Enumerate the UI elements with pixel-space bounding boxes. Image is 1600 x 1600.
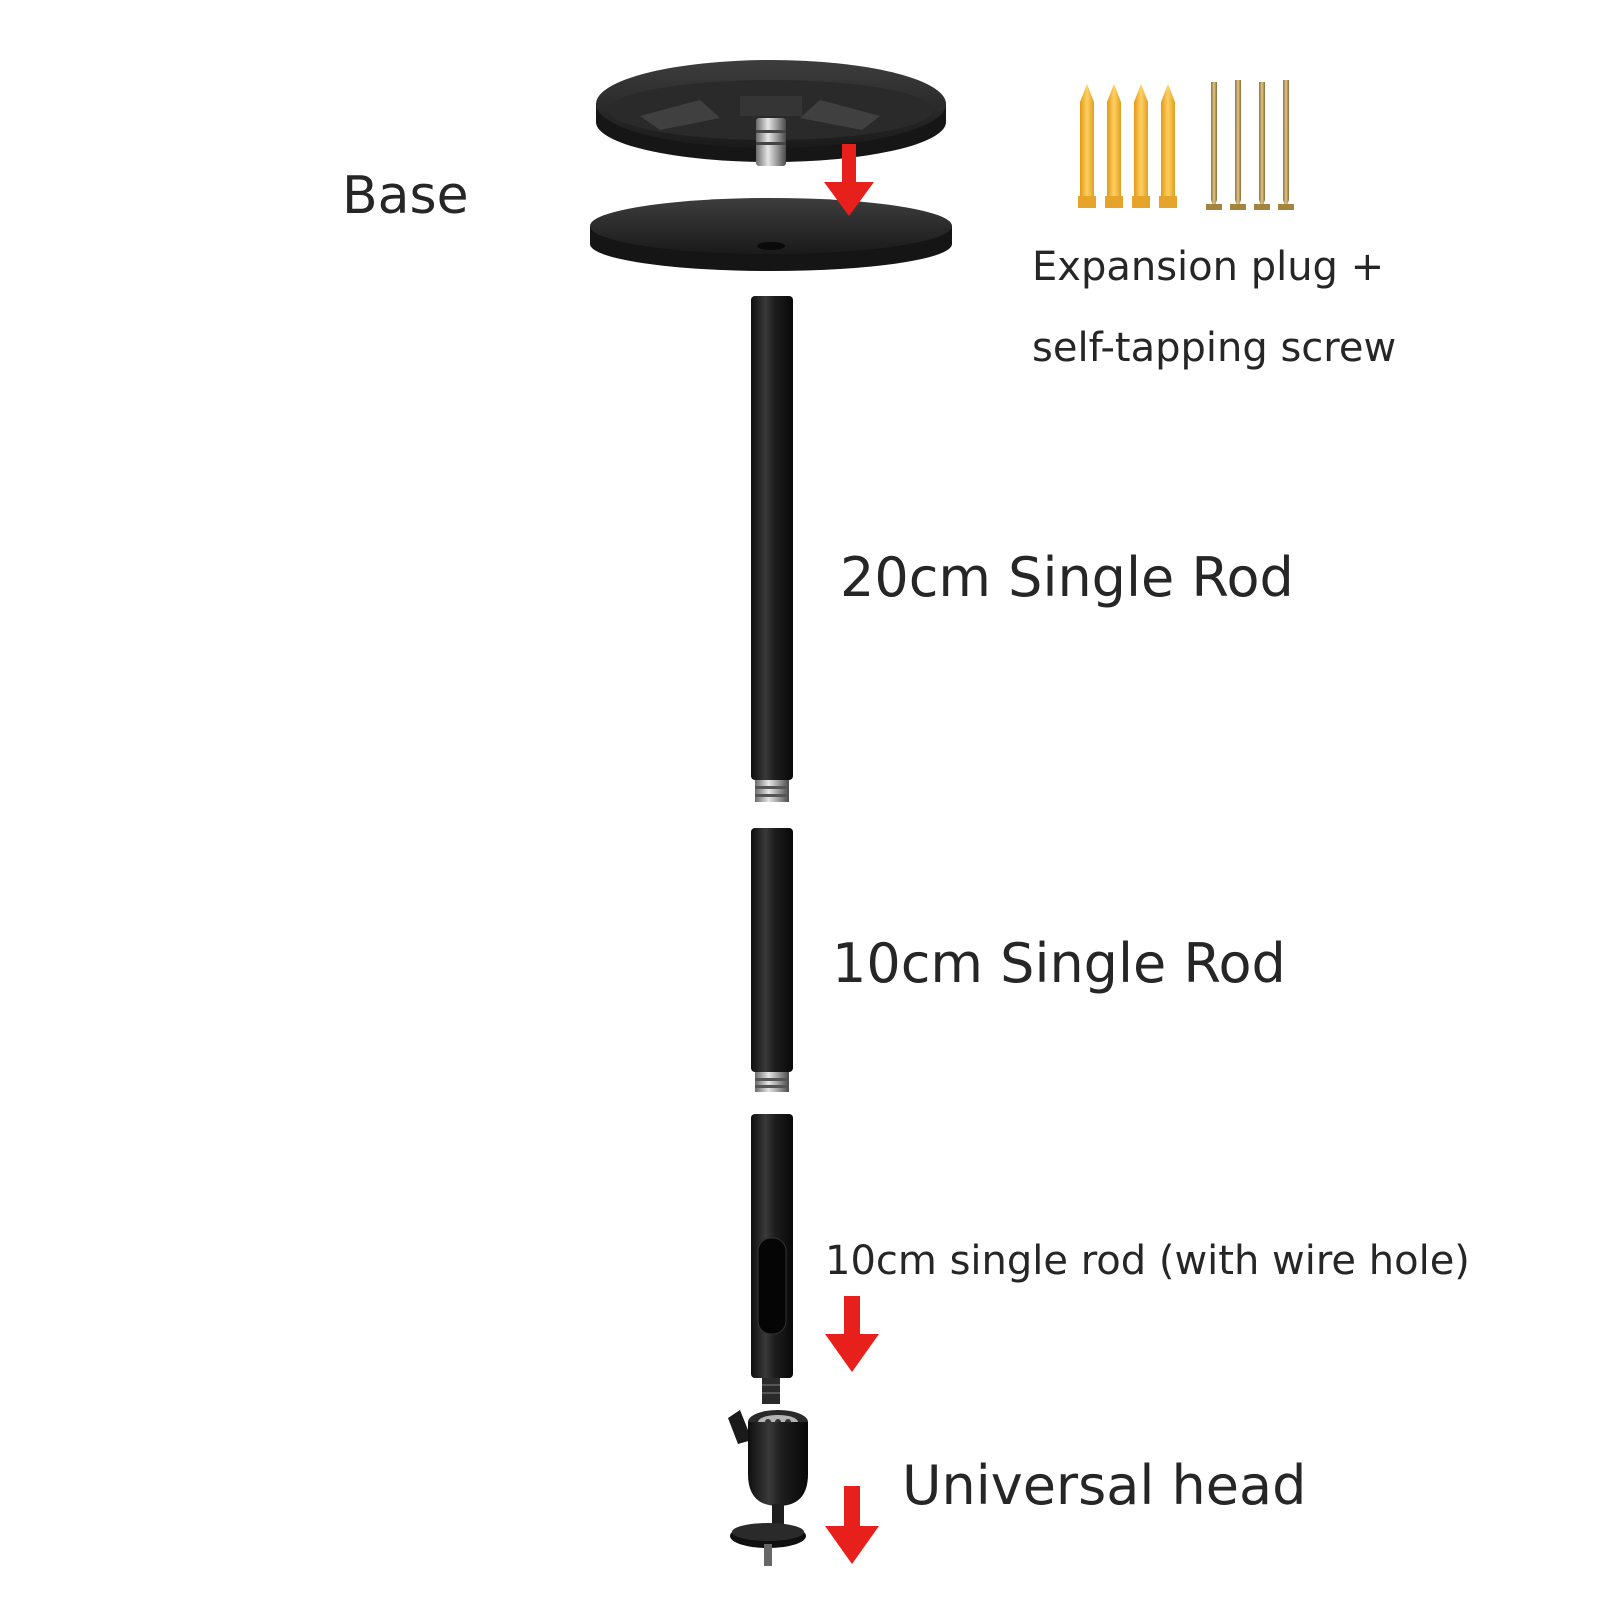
arrow-universal-head [825, 1486, 879, 1564]
rod-10cm-wire-hole [751, 1114, 793, 1404]
label-rod-10cm: 10cm Single Rod [832, 932, 1286, 995]
label-hardware-line1: Expansion plug + [1032, 244, 1385, 290]
label-base: Base [342, 166, 469, 226]
base-upper-plate [596, 60, 946, 166]
rod-20cm [751, 296, 793, 802]
self-tapping-screws [1206, 80, 1294, 210]
base-lower-plate [590, 198, 952, 271]
rod-10cm [751, 828, 793, 1092]
expansion-plugs [1078, 84, 1177, 208]
label-rod-20cm: 20cm Single Rod [840, 546, 1294, 609]
label-rod-wire-hole: 10cm single rod (with wire hole) [825, 1238, 1470, 1284]
arrow-base [824, 144, 874, 216]
label-hardware-line2: self-tapping screw [1032, 325, 1397, 371]
arrow-wire-rod [825, 1296, 879, 1372]
universal-head [728, 1410, 808, 1566]
label-universal-head: Universal head [902, 1454, 1307, 1517]
